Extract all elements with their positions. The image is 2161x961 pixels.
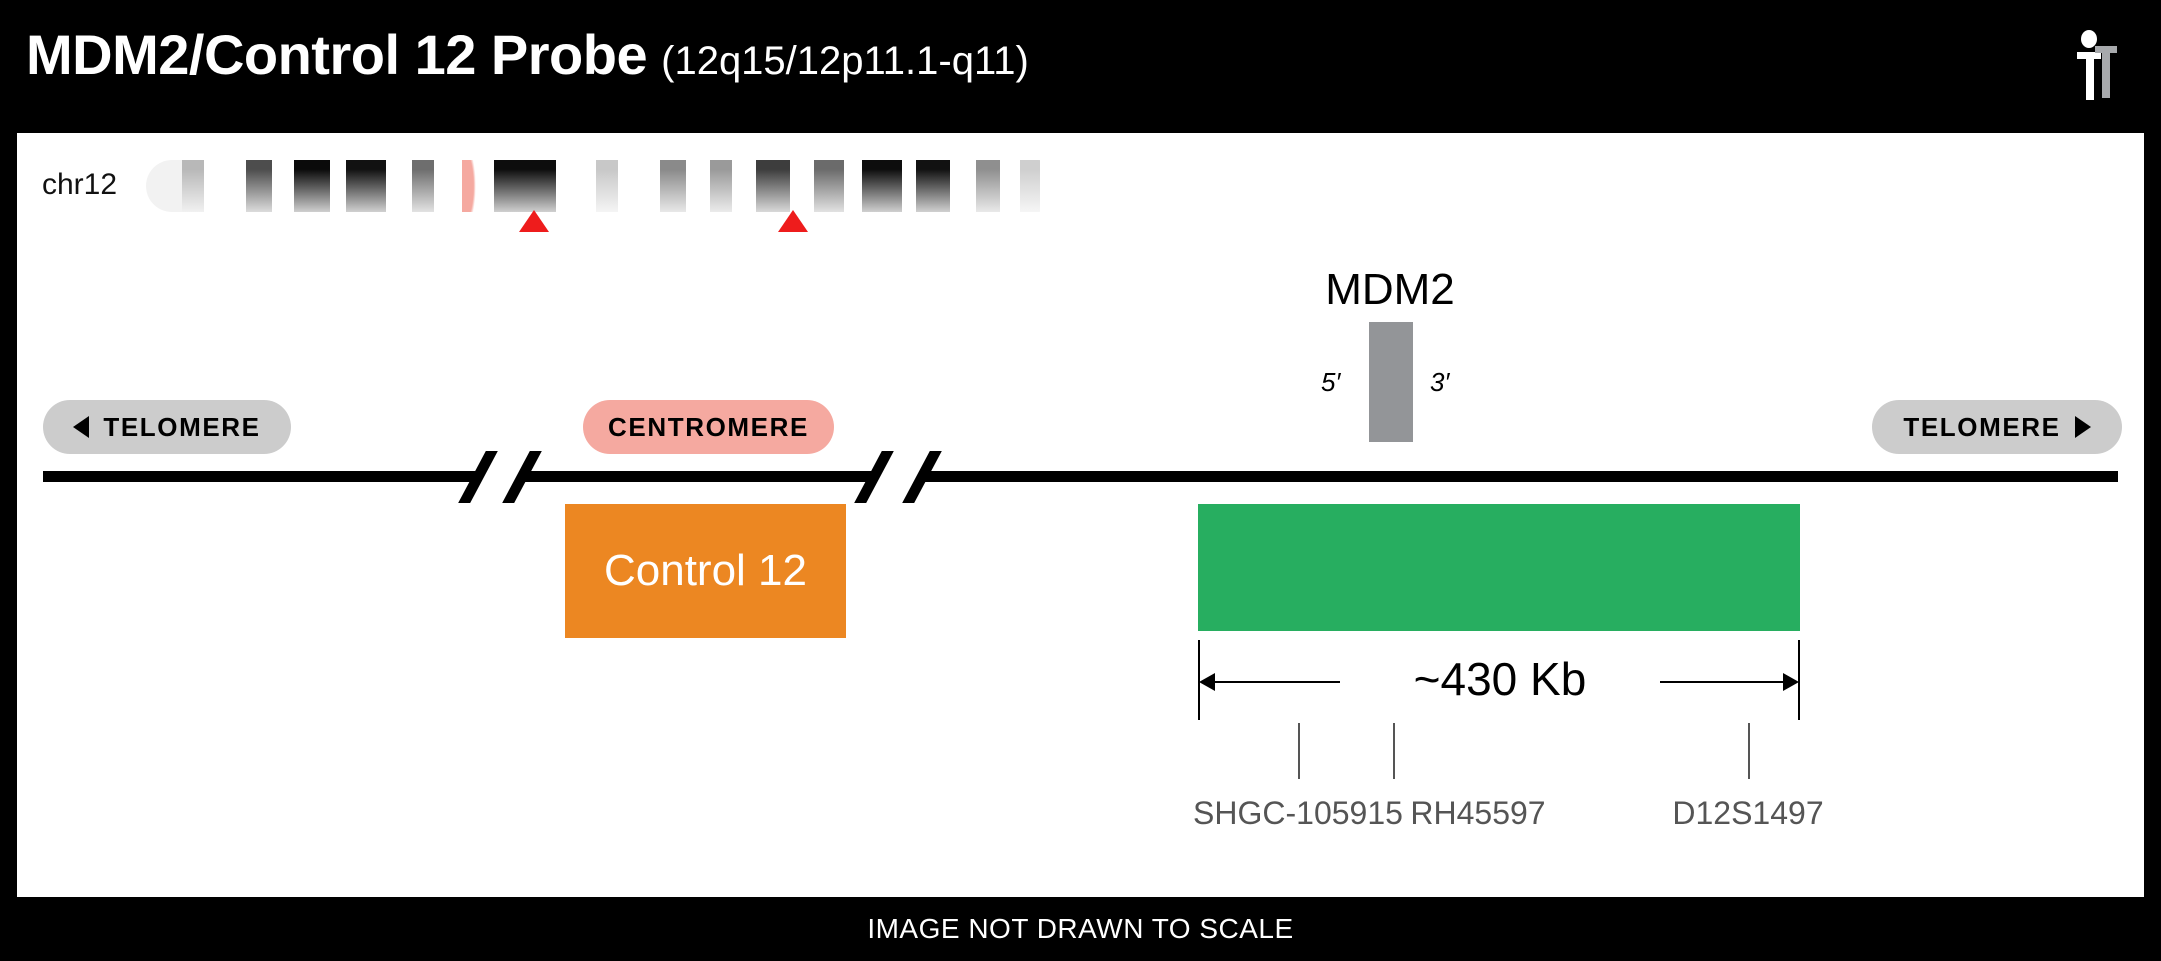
ideogram-band [862,160,902,212]
ideogram-band [916,160,950,212]
ideogram-band [146,160,182,212]
sts-marker-tick [1393,723,1395,779]
arrow-right-icon [2074,416,2091,438]
centromere-marker-icon [519,210,549,232]
mdm2-locus-marker-icon [778,210,808,232]
chromosome-label: chr12 [42,168,118,201]
dimension-extension-right [1798,640,1800,720]
ideogram-band [732,160,756,212]
sts-marker-tick [1748,723,1750,779]
control-12-probe-label: Control 12 [603,546,807,595]
page-title-cytoband: (12q15/12p11.1-q11) [661,39,1029,83]
ideogram-band [556,160,596,212]
sts-marker-label: RH45597 [1410,795,1546,831]
ideogram-band [434,160,462,212]
mdm2-probe-box [1198,504,1800,631]
ideogram-band [902,160,916,212]
ideogram-band [844,160,862,212]
ideogram-band [294,160,330,212]
arrow-left-icon [73,416,90,438]
centromere-label: CENTROMERE [608,411,809,442]
page-title-main: MDM2/Control 12 Probe [26,23,648,86]
ideogram-band [386,160,412,212]
dimension-arrow-left-icon [1199,673,1215,691]
ideogram-band [462,160,494,212]
control-12-probe-box: Control 12 [565,504,846,638]
five-prime-label: 5′ [1321,367,1341,397]
three-prime-label: 3′ [1430,367,1450,397]
ideogram-band [204,160,246,212]
ideogram-band [686,160,710,212]
header-bar: MDM2/Control 12 Probe (12q15/12p11.1-q11) [0,0,2161,128]
ideogram-band [1000,160,1020,212]
chromosome-axis-segment-p [43,471,480,482]
ideogram-band [814,160,844,212]
mdm2-gene-box [1369,322,1413,442]
ideogram-band [346,160,386,212]
ideogram-band [790,160,814,212]
telomere-right-label: TELOMERE [1903,411,2061,442]
dimension-line-left [1214,681,1354,683]
ideogram-band [494,160,556,212]
mdm2-gene-label: MDM2 [1325,265,1455,314]
ideogram-band [976,160,1000,212]
ideogram-band [756,160,790,212]
ideogram-band [330,160,346,212]
ideogram-band [660,160,686,212]
ideogram-band [1020,160,1040,212]
ideogram-band [950,160,976,212]
diagram-panel [17,133,2144,897]
page-title: MDM2/Control 12 Probe (12q15/12p11.1-q11) [26,22,1029,87]
ideogram-band [412,160,434,212]
ideogram-band [710,160,732,212]
telomere-right-badge: TELOMERE [1872,400,2122,454]
ideogram-band [596,160,618,212]
company-logo-icon [2077,30,2117,100]
dimension-line-right [1648,681,1784,683]
ideogram-band [1040,160,1064,212]
dimension-arrow-right-icon [1783,673,1799,691]
telomere-left-label: TELOMERE [103,411,261,442]
sts-marker-tick [1298,723,1300,779]
chromosome-axis-segment-cen [520,471,875,482]
sts-marker-label: SHGC-105915 [1193,795,1403,831]
ideogram-band [182,160,204,212]
centromere-badge: CENTROMERE [583,400,834,454]
ideogram-band [618,160,660,212]
chromosome-axis-segment-q [920,471,2118,482]
ideogram-band [272,160,294,212]
footer-bar: IMAGE NOT DRAWN TO SCALE [0,897,2161,961]
chromosome-ideogram [146,160,1064,212]
probe-size-label: ~430 Kb [1340,652,1660,706]
sts-marker-label: D12S1497 [1672,795,1824,831]
footer-note: IMAGE NOT DRAWN TO SCALE [867,913,1294,944]
ideogram-band [246,160,272,212]
telomere-left-badge: TELOMERE [43,400,291,454]
